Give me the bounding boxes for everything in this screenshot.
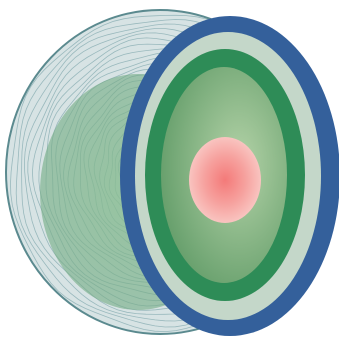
nucleus	[189, 137, 261, 223]
